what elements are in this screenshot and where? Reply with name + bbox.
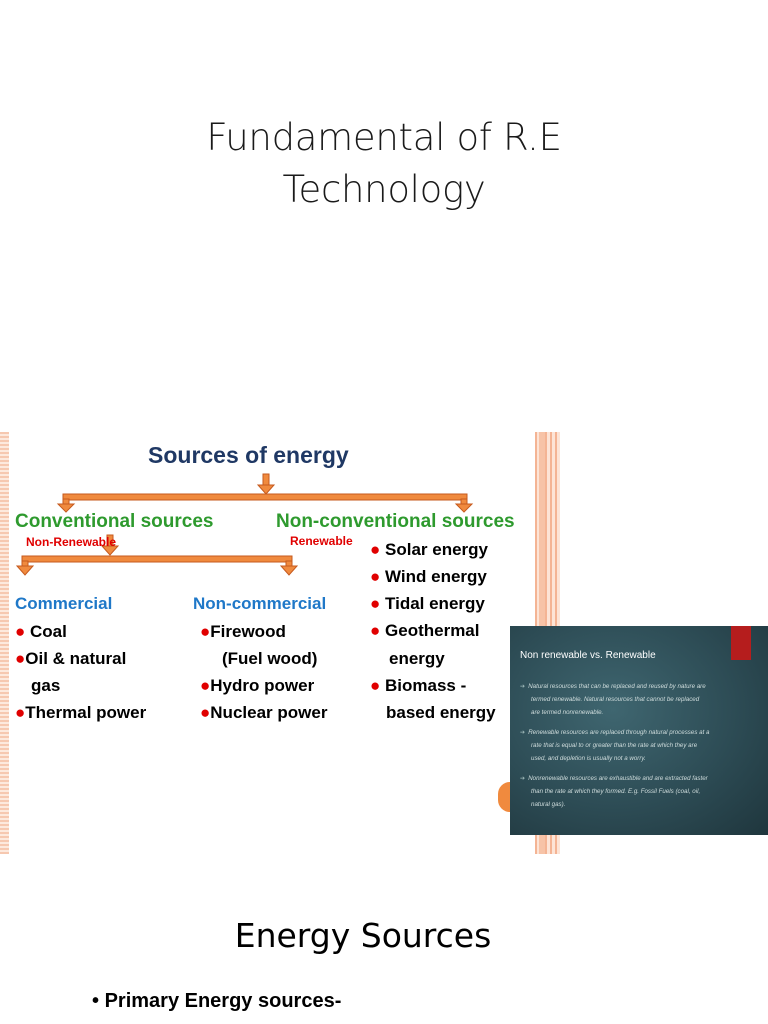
title-line-2: Technology [282, 168, 486, 211]
energy-sources-title: Energy Sources [234, 916, 492, 955]
list-item: ● Coal [15, 622, 67, 641]
renewable-comparison-slide: Non renewable vs. Renewable ➔Natural res… [510, 626, 768, 835]
list-item: gas [31, 676, 61, 695]
list-item: ● Tidal energy [370, 594, 485, 613]
list-item: ●Hydro power [200, 676, 315, 695]
title-line-1: Fundamental of R.E [206, 116, 562, 159]
connector-arrows [15, 473, 474, 576]
list-item: ●Oil & natural [15, 649, 127, 668]
list-item: ●Nuclear power [200, 703, 328, 722]
arrow-bullet-icon: ➔ [520, 775, 526, 782]
sources-of-energy-slide: Sources of energy Conventional sources N… [0, 432, 560, 854]
renewable-label: Renewable [290, 534, 353, 548]
bullet-icon: ● [200, 676, 211, 695]
bullet-icon: ● [200, 703, 211, 722]
bullet-icon: ● [15, 703, 26, 722]
sources-heading: Sources of energy [148, 442, 349, 468]
list-item: ● Solar energy [370, 540, 489, 559]
bullet-icon: ● [200, 622, 211, 641]
list-item: based energy [386, 703, 496, 722]
bullet-icon: • [92, 990, 100, 1012]
slide3-title: Non renewable vs. Renewable [520, 650, 656, 661]
commercial-heading: Commercial [15, 594, 113, 613]
red-tab-decoration [731, 626, 751, 660]
slide-title: Fundamental of R.E Technology [0, 112, 768, 216]
arrow-bullet-icon: ➔ [520, 729, 526, 736]
arrow-bullet-icon: ➔ [520, 683, 526, 690]
list-item: ● Geothermal [370, 621, 480, 640]
paragraph-3: ➔Nonrenewable resources are exhaustible … [520, 775, 708, 808]
list-item: ●Firewood [200, 622, 286, 641]
paragraph-2: ➔Renewable resources are replaced throug… [520, 729, 710, 762]
list-item: ●Thermal power [15, 703, 147, 722]
left-border-decoration [0, 432, 9, 854]
list-item: (Fuel wood) [222, 649, 318, 668]
nonconventional-sources: Non-conventional sources [276, 511, 515, 532]
noncommercial-heading: Non-commercial [193, 594, 327, 613]
bullet-icon: ● [370, 540, 381, 559]
nonrenewable-label: Non-Renewable [26, 535, 117, 549]
bullet-icon: ● [370, 676, 381, 695]
list-item: energy [389, 649, 445, 668]
bullet-icon: ● [370, 621, 381, 640]
bullet-icon: ● [370, 567, 381, 586]
list-item: ● Biomass - [370, 676, 467, 695]
list-item: ● Wind energy [370, 567, 487, 586]
bullet-icon: ● [370, 594, 381, 613]
bullet-icon: ● [15, 622, 26, 641]
conventional-sources: Conventional sources [15, 511, 214, 532]
bullet-icon: ● [15, 649, 26, 668]
primary-sources-bullet: • Primary Energy sources- [92, 990, 342, 1012]
paragraph-1: ➔Natural resources that can be replaced … [520, 683, 706, 716]
